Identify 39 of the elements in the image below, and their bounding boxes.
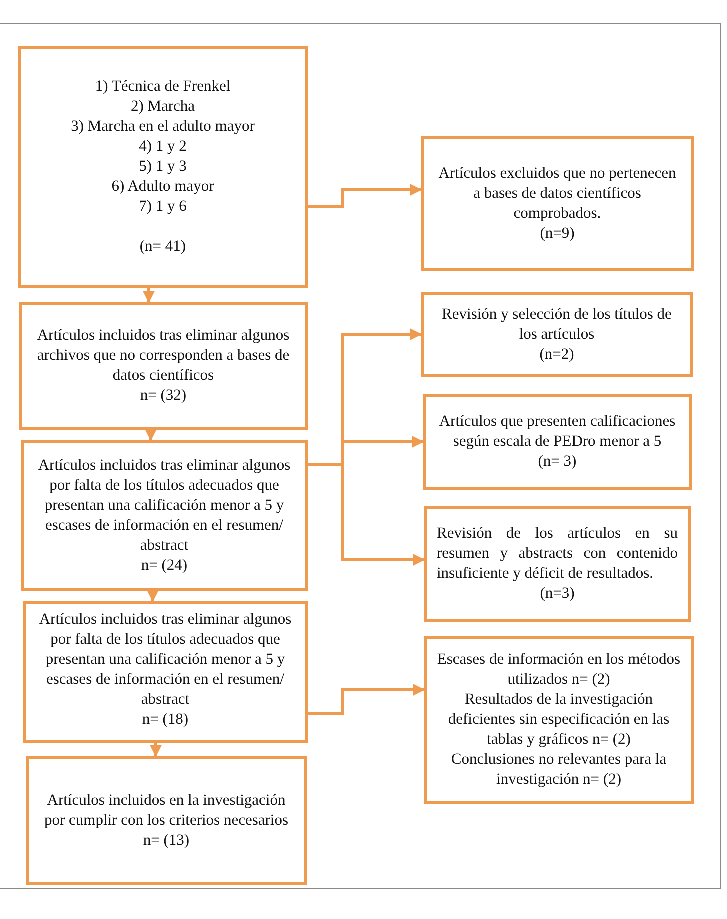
process-box: [23, 601, 308, 743]
box-text: 2) Marcha: [130, 97, 196, 117]
process-box: [18, 46, 308, 288]
process-box: [423, 394, 692, 490]
process-box: [424, 636, 694, 804]
box-text: n= (18): [141, 710, 190, 730]
box-text: (n=3): [539, 584, 576, 604]
box-text: (n= 3): [537, 452, 578, 472]
box-text: Revisión y selección de los títulos de los artículos: [441, 304, 673, 344]
box-text: (n=2): [538, 344, 576, 364]
box-text: 3) Marcha en el adulto mayor: [70, 117, 256, 137]
box-text: Escases de información en los métodos utilizados n= (2): [437, 650, 681, 690]
box-text: Artículos que presenten calificaciones según escala de PEDro menor a 5: [438, 412, 677, 452]
box-text: n= (24): [140, 556, 189, 576]
box-text: 7) 1 y 6: [138, 197, 188, 217]
arrow: [143, 288, 155, 304]
process-box: [421, 136, 694, 271]
box-text: n= (13): [142, 830, 191, 850]
arrow: [308, 684, 426, 716]
box-text: 6) Adulto mayor: [110, 177, 216, 197]
arrow: [145, 429, 157, 442]
box-text: Conclusiones no relevantes para la investigación n= (2): [450, 750, 668, 790]
box-text: 4) 1 y 2: [138, 137, 188, 157]
process-box: [19, 302, 308, 430]
box-text: 5) 1 y 3: [138, 157, 188, 177]
box-text: (n= 41): [138, 237, 188, 257]
box-text: (n=9): [539, 224, 576, 244]
arrow: [147, 590, 159, 602]
process-box: [26, 756, 307, 885]
arrow: [308, 184, 422, 208]
box-text: 1) Técnica de Frenkel: [94, 77, 232, 97]
box-text: Revisión de los artículos en su resumen y abstracts con contenido insuficiente y déficit de resultados.: [437, 524, 678, 584]
box-text: Artículos excluidos que no pertenecen a bases de datos científicos comprobados.: [438, 164, 678, 224]
box-text: Resultados de la investigación deficientes sin especificación en las tablas y gráficos n= (2): [447, 690, 671, 750]
arrow: [150, 743, 162, 758]
process-box: [21, 440, 308, 591]
box-text: n= (32): [139, 386, 188, 406]
process-box: [424, 506, 691, 622]
process-box: [421, 292, 693, 377]
